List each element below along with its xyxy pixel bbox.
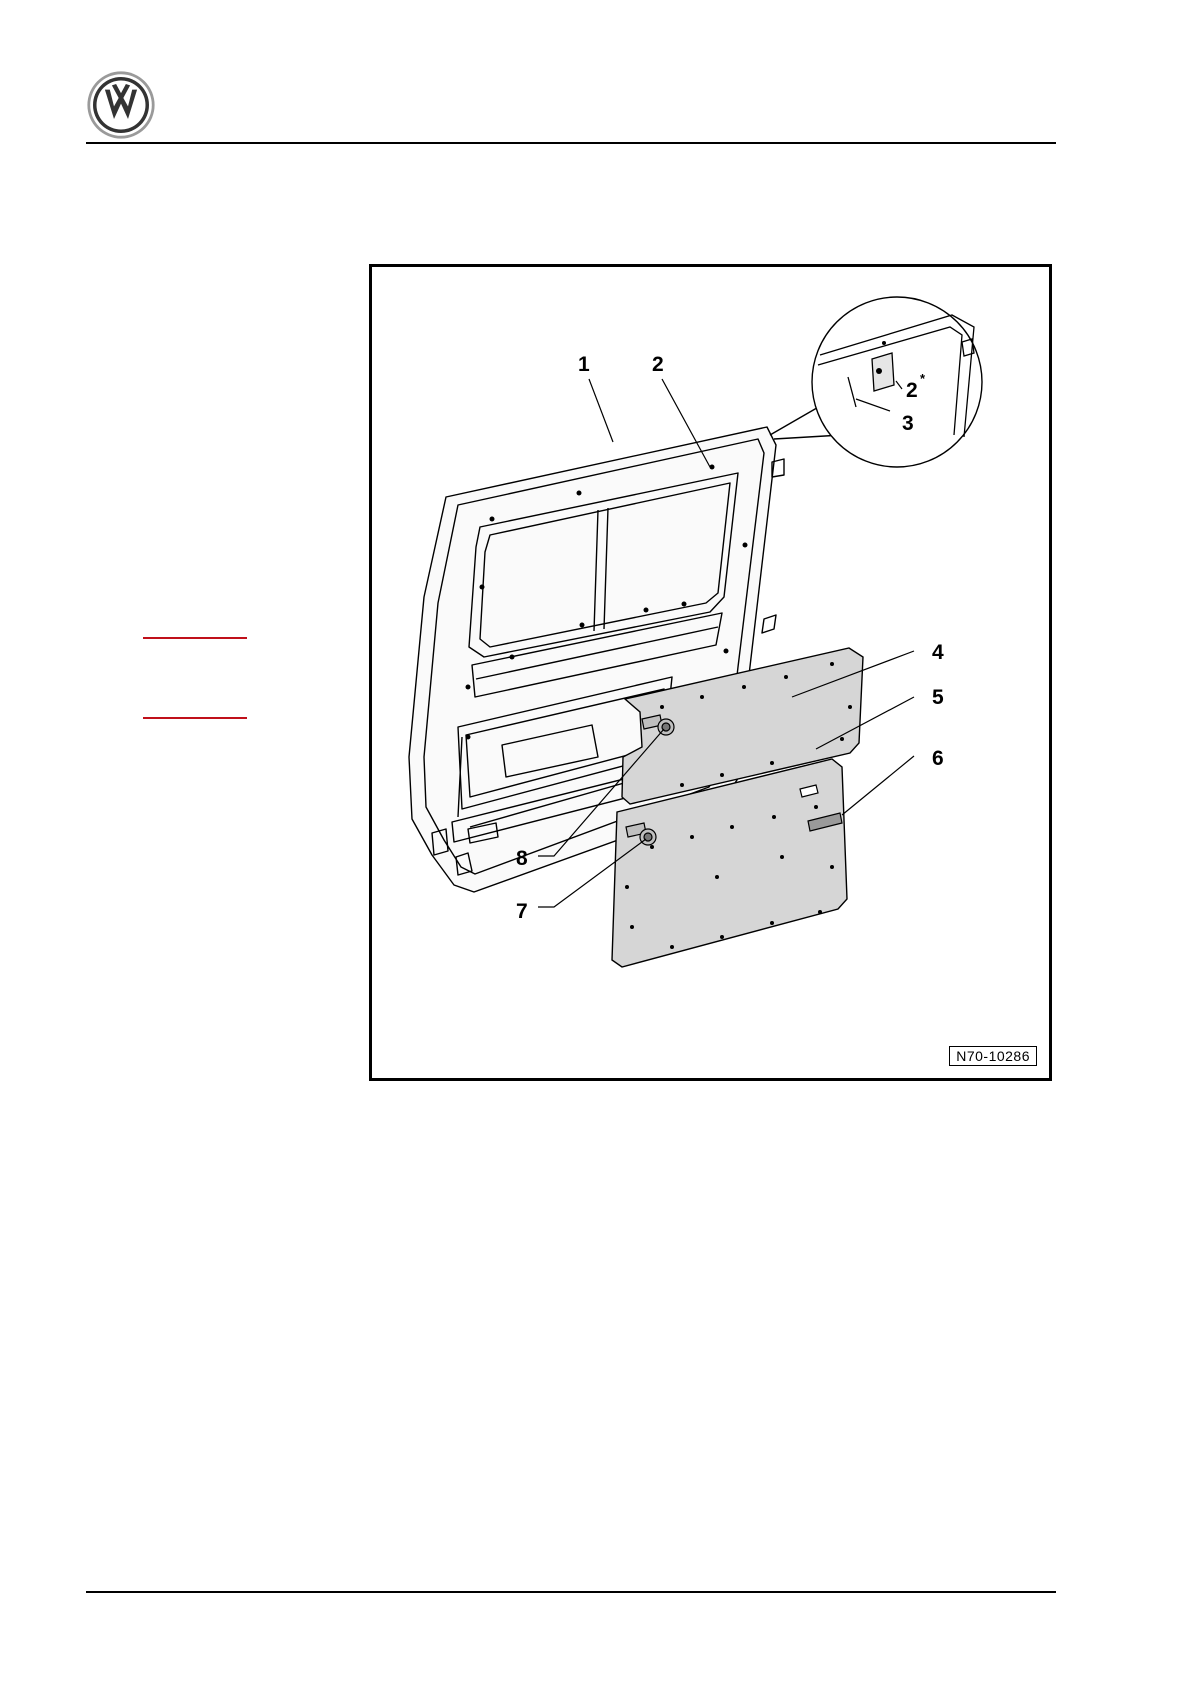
margin-mark-bottom xyxy=(143,717,247,719)
callout-2: 2 xyxy=(652,353,664,376)
callout-2-detail: 2 xyxy=(906,379,918,402)
callout-6: 6 xyxy=(932,747,944,770)
door-trim-illustration: 1 2 2 * 3 4 5 6 7 8 xyxy=(372,267,1049,1078)
callout-1: 1 xyxy=(578,353,590,376)
exploded-view-figure: 1 2 2 * 3 4 5 6 7 8 N70-10286 xyxy=(369,264,1052,1081)
footer-rule xyxy=(86,1591,1056,1593)
vw-logo-icon xyxy=(86,70,156,140)
header-rule xyxy=(86,142,1056,144)
callout-5: 5 xyxy=(932,686,944,709)
callout-4: 4 xyxy=(932,641,944,664)
figure-reference-code: N70-10286 xyxy=(949,1046,1037,1066)
callout-3: 3 xyxy=(902,412,914,435)
margin-mark-top xyxy=(143,637,247,639)
callout-7: 7 xyxy=(516,900,528,923)
callout-8: 8 xyxy=(516,847,528,870)
